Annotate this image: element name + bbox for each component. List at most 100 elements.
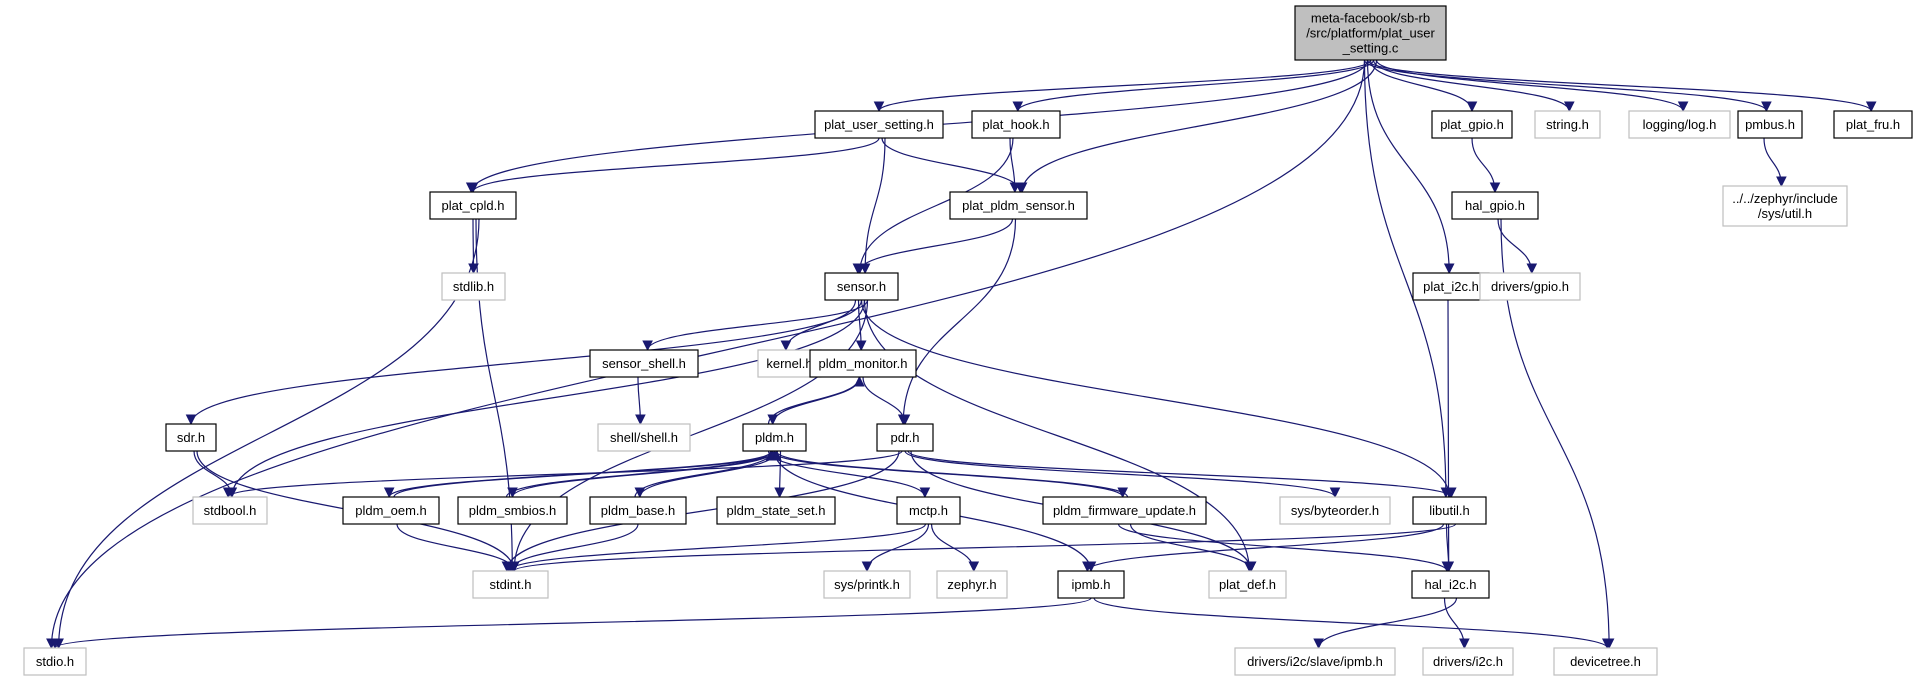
node-hal-i2c-h[interactable]: hal_i2c.h [1411, 570, 1490, 599]
node-plat-pldm-sensor-h[interactable]: plat_pldm_sensor.h [949, 191, 1088, 220]
edge-pdr_h-to-libutil_h [907, 450, 1452, 498]
node-string-h: string.h [1534, 110, 1601, 139]
edge-root-to-plat_pldm_sensor_h [1021, 59, 1378, 193]
edge-mctp_h-to-sys_printk_h [866, 523, 930, 572]
edge-plat_user_setting_h-to-plat_cpld_h [472, 137, 880, 193]
node-pdr-h[interactable]: pdr.h [876, 423, 934, 452]
node-label: plat_fru.h [1846, 117, 1900, 132]
node-pldm-base-h[interactable]: pldm_base.h [589, 496, 687, 525]
node-ipmb-h[interactable]: ipmb.h [1057, 570, 1125, 599]
node-label: _setting.c [1342, 41, 1399, 56]
node-pldm-firmware-update-h[interactable]: pldm_firmware_update.h [1042, 496, 1207, 525]
edge-plat_cpld_h-to-stdio_h [58, 218, 480, 649]
node-box [165, 423, 217, 452]
node-pmbus-h[interactable]: pmbus.h [1737, 110, 1803, 139]
node-pldm-h[interactable]: pldm.h [742, 423, 807, 452]
edge-sensor_h-to-libutil_h [860, 299, 1451, 498]
edge-arrowhead-sensor_shell_h-to-shell_shell_h [635, 414, 646, 426]
node-box [1451, 191, 1539, 220]
edge-root-to-plat_fru_h [1366, 59, 1872, 112]
node-logging-log-h: logging/log.h [1628, 110, 1731, 139]
node-plat-cpld-h[interactable]: plat_cpld.h [429, 191, 517, 220]
edge-pldm_firmware_update_h-to-plat_def_h [1129, 523, 1252, 572]
node-libutil-h[interactable]: libutil.h [1412, 496, 1487, 525]
node-box [472, 570, 549, 599]
node-devicetree-h: devicetree.h [1553, 647, 1658, 676]
node-box [971, 110, 1061, 139]
edge-arrowhead-root-to-pmbus_h [1761, 101, 1772, 113]
node-sdr-h[interactable]: sdr.h [165, 423, 217, 452]
node-label: meta-facebook/sb-rb [1311, 11, 1430, 26]
node-plat-def-h: plat_def.h [1208, 570, 1287, 599]
edge-arrowhead-pldm_monitor_h-to-pdr_h [899, 414, 911, 426]
edge-arrowhead-libutil_h-to-hal_i2c_h [1443, 561, 1455, 573]
node-plat-fru-h[interactable]: plat_fru.h [1833, 110, 1913, 139]
node-label: pldm_smbios.h [469, 503, 556, 518]
node-mctp-h[interactable]: mctp.h [896, 496, 961, 525]
edge-pldm_smbios_h-to-pldm_h [505, 450, 772, 498]
node-pldm-monitor-h[interactable]: pldm_monitor.h [809, 349, 917, 378]
node-label: plat_pldm_sensor.h [962, 198, 1075, 213]
node-sensor-h[interactable]: sensor.h [824, 272, 899, 301]
node-label: libutil.h [1429, 503, 1469, 518]
node-label: stdbool.h [204, 503, 257, 518]
edge-arrowhead-sensor_h-to-sdr_h [185, 414, 197, 426]
node-label: /src/platform/plat_user [1306, 26, 1435, 41]
edge-arrowhead-pdr_h-to-plat_def_h [1245, 561, 1257, 573]
node-label: hal_i2c.h [1424, 577, 1476, 592]
edge-root-to-plat_hook_h [1017, 59, 1375, 112]
edge-arrowhead-plat_gpio_h-to-hal_gpio_h [1489, 182, 1501, 194]
node-drivers-i2c-h: drivers/i2c.h [1422, 647, 1514, 676]
node-plat-gpio-h[interactable]: plat_gpio.h [1431, 110, 1513, 139]
edge-arrowhead-ipmb_h-to-stdio_h [49, 638, 61, 650]
edge-arrowhead-libutil_h-to-ipmb_h [1082, 561, 1093, 573]
node-box [1833, 110, 1913, 139]
node-root[interactable]: meta-facebook/sb-rb/src/platform/plat_us… [1294, 5, 1447, 61]
node-label: drivers/i2c/slave/ipmb.h [1247, 654, 1383, 669]
node-box [896, 496, 961, 525]
node-label: plat_user_setting.h [824, 117, 934, 132]
node-label: sys/printk.h [834, 577, 900, 592]
edge-root-to-libutil_h [1363, 59, 1447, 498]
node-box [429, 191, 517, 220]
node-pldm-state-set-h[interactable]: pldm_state_set.h [716, 496, 836, 525]
edge-arrowhead-pldm_monitor_h-to-pldm_h [767, 414, 779, 426]
node-label: mctp.h [909, 503, 948, 518]
node-label: kernel.h [766, 356, 812, 371]
edge-arrowhead-hal_i2c_h-to-drivers_i2c_slave_ipmb_h [1313, 638, 1324, 650]
edge-pldm_monitor_h-to-pdr_h [862, 376, 906, 425]
node-box [597, 423, 691, 452]
edge-pdr_h-to-stdint_h [506, 450, 900, 572]
node-pldm-oem-h[interactable]: pldm_oem.h [342, 496, 440, 525]
node-plat-i2c-h[interactable]: plat_i2c.h [1412, 272, 1490, 301]
node-box [824, 272, 899, 301]
node-sensor-shell-h[interactable]: sensor_shell.h [589, 349, 699, 378]
node-pldm-smbios-h[interactable]: pldm_smbios.h [457, 496, 568, 525]
nodes-layer: meta-facebook/sb-rb/src/platform/plat_us… [23, 5, 1913, 676]
node-box [192, 496, 268, 525]
edge-pldm_monitor_h-to-pldm_h [772, 376, 861, 425]
node-box [1412, 496, 1487, 525]
node-hal-gpio-h[interactable]: hal_gpio.h [1451, 191, 1539, 220]
edge-pldm_firmware_update_h-to-hal_i2c_h [1117, 523, 1448, 572]
node-plat-user-setting-h[interactable]: plat_user_setting.h [814, 110, 944, 139]
edge-arrowhead-pldm_h-to-pldm_state_set_h [774, 487, 785, 499]
node-label: hal_gpio.h [1465, 198, 1525, 213]
edge-libutil_h-to-ipmb_h [1086, 523, 1445, 572]
edge-arrowhead-ipmb_h-to-devicetree_h [1601, 638, 1613, 650]
node-label: drivers/i2c.h [1433, 654, 1503, 669]
node-box [949, 191, 1088, 220]
node-label: plat_def.h [1219, 577, 1276, 592]
node-label: pldm_base.h [601, 503, 675, 518]
edge-root-to-plat_i2c_h [1366, 59, 1450, 274]
node-label: stdlib.h [453, 279, 494, 294]
node-label: sys/byteorder.h [1291, 503, 1379, 518]
edge-arrowhead-pldm_h-to-pldm_oem_h [383, 487, 395, 499]
edge-arrowhead-pldm_firmware_update_h-to-pldm_h [770, 449, 782, 461]
node-plat-hook-h[interactable]: plat_hook.h [971, 110, 1061, 139]
node-label: pldm_state_set.h [726, 503, 825, 518]
edge-pldm_h-to-pldm_monitor_h [767, 376, 860, 425]
node-box [1057, 570, 1125, 599]
node-label: pdr.h [891, 430, 920, 445]
edge-arrowhead-hal_gpio_h-to-drivers_gpio_h [1526, 263, 1538, 275]
